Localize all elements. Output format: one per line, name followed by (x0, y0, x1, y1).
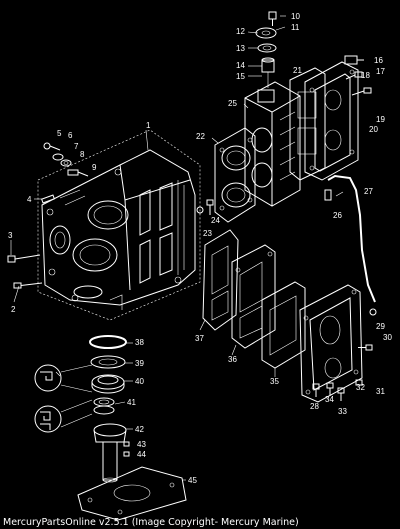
callout-4: 4 (27, 195, 32, 204)
callout-31: 31 (376, 387, 385, 396)
fittings-16-19 (344, 55, 372, 96)
copyright-caption: MercuryPartsOnline v2.5.1 (Image Copyrig… (3, 517, 299, 528)
seal-39 (90, 355, 126, 369)
callout-27: 27 (364, 187, 373, 196)
callout-23: 23 (203, 229, 212, 238)
callout-labels: 1 2 3 4 5 6 7 8 9 10 11 12 13 14 15 16 1… (8, 12, 392, 485)
callout-16: 16 (374, 56, 383, 65)
callout-6: 6 (68, 131, 73, 140)
callout-5: 5 (57, 129, 62, 138)
callout-33: 33 (338, 407, 347, 416)
head-gasket-22 (214, 127, 256, 223)
callout-17: 17 (376, 67, 385, 76)
transfer-gasket-37 (202, 229, 239, 331)
seal-carrier-42 (93, 423, 127, 483)
bolt-3 (7, 254, 41, 263)
callout-45: 45 (188, 476, 197, 485)
callout-9: 9 (92, 163, 97, 172)
callout-35: 35 (270, 377, 279, 386)
callout-30: 30 (383, 333, 392, 342)
callout-21: 21 (293, 66, 302, 75)
o-ring-38 (89, 335, 127, 349)
detail-inset-lower (34, 399, 93, 433)
callout-26: 26 (333, 211, 342, 220)
leader-lines (10, 15, 344, 481)
pin-43-44 (123, 441, 130, 457)
callout-19: 19 (376, 115, 385, 124)
fitting-group-5-9 (43, 142, 89, 177)
callout-41: 41 (127, 398, 136, 407)
callout-20: 20 (369, 125, 378, 134)
callout-42: 42 (135, 425, 144, 434)
thermostat-group-10-15 (255, 11, 277, 88)
gasket-45 (77, 466, 187, 521)
callout-43: 43 (137, 440, 146, 449)
callout-36: 36 (228, 355, 237, 364)
callout-37: 37 (195, 334, 204, 343)
callout-18: 18 (361, 71, 370, 80)
bolt-2 (13, 282, 43, 289)
callout-1: 1 (146, 121, 151, 130)
bolts-23-24 (196, 199, 214, 215)
callout-24: 24 (211, 216, 220, 225)
callout-8: 8 (80, 150, 85, 159)
callout-44: 44 (137, 450, 146, 459)
callout-14: 14 (236, 61, 245, 70)
bearing-40 (91, 374, 125, 394)
callout-22: 22 (196, 132, 205, 141)
callout-32: 32 (356, 383, 365, 392)
callout-15: 15 (236, 72, 245, 81)
callout-25: 25 (228, 99, 237, 108)
cover-bolts-28-34 (312, 308, 377, 401)
cylinder-head-25 (244, 81, 301, 207)
bypass-gasket-35 (261, 281, 306, 369)
seal-41 (93, 397, 115, 415)
callout-28: 28 (310, 402, 319, 411)
callout-10: 10 (291, 12, 300, 21)
callout-38: 38 (135, 338, 144, 347)
bypass-cover-30 (299, 284, 363, 403)
callout-40: 40 (135, 377, 144, 386)
callout-7: 7 (74, 142, 79, 151)
callout-34: 34 (325, 395, 334, 404)
water-hose-27 (324, 174, 376, 303)
exhaust-gasket-21 (289, 67, 326, 181)
callout-13: 13 (236, 44, 245, 53)
detail-inset-upper (34, 364, 93, 393)
callout-12: 12 (236, 27, 245, 36)
dowel-pin-4 (41, 194, 55, 204)
callout-29: 29 (376, 322, 385, 331)
callout-11: 11 (291, 23, 300, 32)
callout-3: 3 (8, 231, 13, 240)
callout-39: 39 (135, 359, 144, 368)
exhaust-cover-20 (304, 61, 359, 181)
crankcase-block (37, 129, 201, 321)
callout-2: 2 (11, 305, 16, 314)
